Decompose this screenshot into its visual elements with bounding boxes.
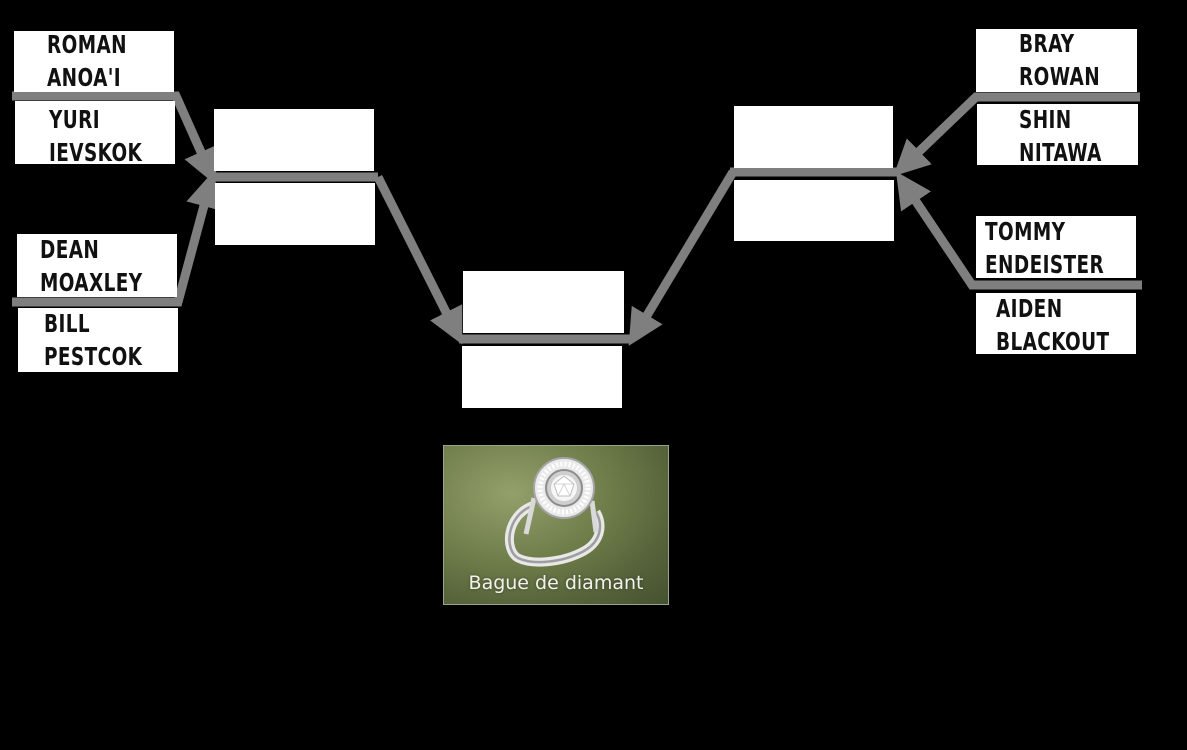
connector-left-m2 [12,171,222,307]
slot-final-top [463,271,624,333]
connector-right-m1 [893,92,1140,177]
wrestler-name: TOMMY ENDEISTER [985,217,1105,279]
slot-right-r1-m1-bottom [977,104,1138,165]
wrestler-name: ROMAN ANOA'I [47,30,128,92]
connector-right-m2 [895,171,1142,290]
wrestler-name: AIDEN BLACKOUT [996,294,1110,356]
slot-right-r1-m2-top [976,216,1136,278]
prize-label: Bague de diamant [468,572,644,594]
slot-right-r1-m1-top [976,29,1137,92]
connector-left-semi [373,174,463,345]
slot-left-semi-bottom [215,183,375,245]
slot-right-r1-m2-bottom [976,293,1136,354]
wrestler-name: SHIN NITAWA [1019,105,1102,167]
slot-left-semi-top [214,109,374,171]
slot-right-semi-bottom [734,180,894,241]
connector-left-m1 [12,91,218,185]
slot-final-bottom [462,346,622,408]
prize-card: Bague de diamant [443,445,669,605]
diamond-ring-icon [505,457,605,567]
wrestler-name: BILL PESTCOK [44,309,143,371]
slot-right-semi-top [734,106,893,168]
slot-left-r1-m1-top [14,31,174,92]
wrestler-name: DEAN MOAXLEY [40,235,143,297]
slot-left-r1-m1-bottom [15,101,175,164]
wrestler-name: YURI IEVSKOK [49,105,143,167]
wrestler-name: BRAY ROWAN [1019,29,1101,91]
connector-right-semi [628,169,737,346]
slot-left-r1-m2-bottom [18,308,178,372]
slot-left-r1-m2-top [17,234,177,297]
